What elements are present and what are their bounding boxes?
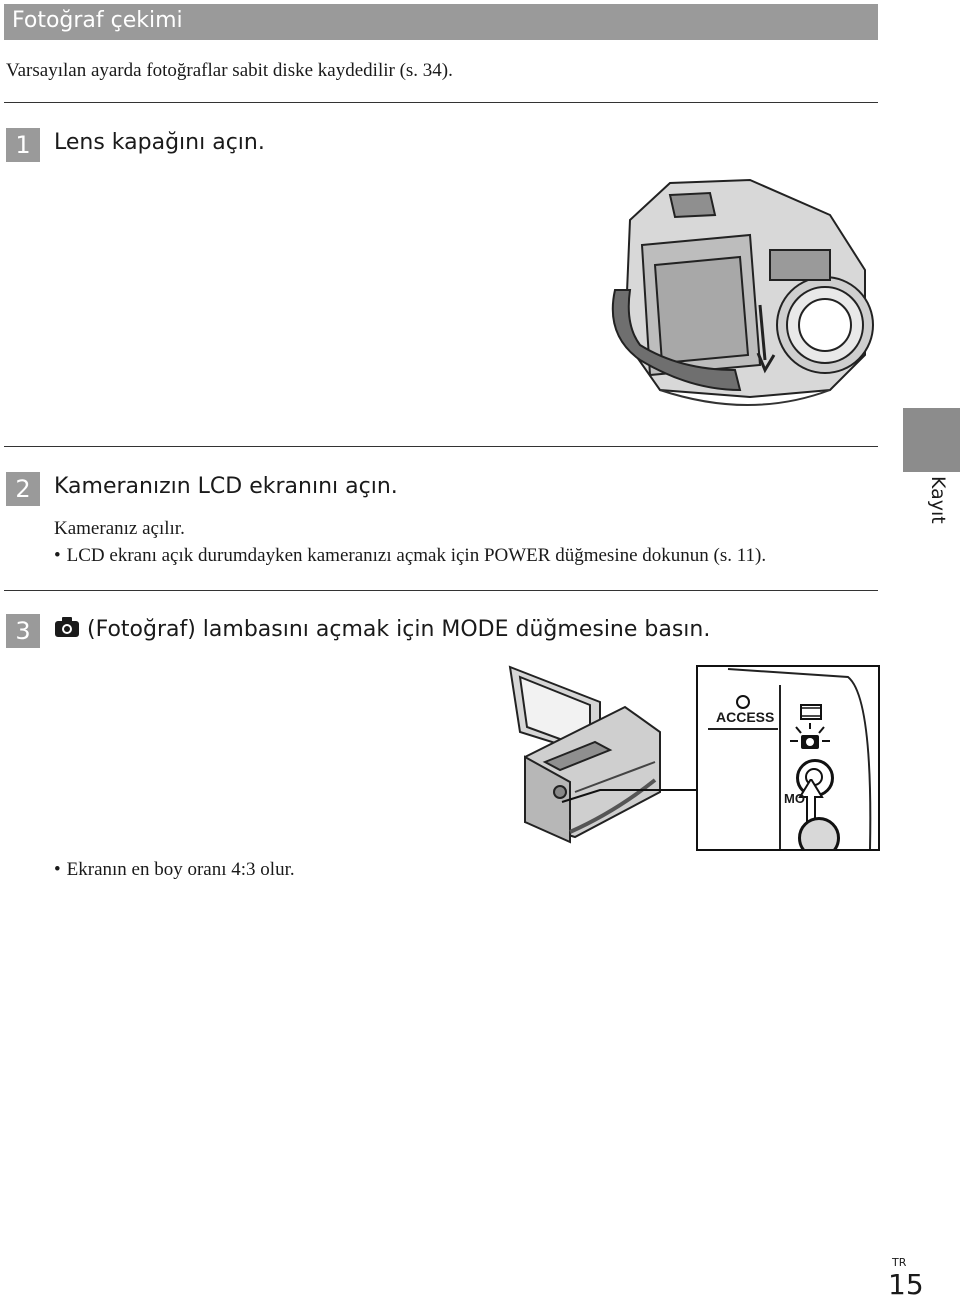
page-number: 15: [888, 1268, 924, 1301]
access-label: ACCESS: [716, 709, 775, 725]
step-3-bullet: •Ekranın en boy oranı 4:3 olur.: [54, 859, 295, 881]
intro-text: Varsayılan ayarda fotoğraflar sabit disk…: [6, 60, 453, 81]
step-3-bullet-text: Ekranın en boy oranı 4:3 olur.: [66, 859, 295, 880]
page-title: Fotoğraf çekimi: [12, 8, 183, 33]
mode-label: MO: [784, 791, 805, 806]
step-2-subtext: Kameranız açılır.: [54, 518, 185, 539]
step-3-text: (Fotoğraf) lambasını açmak için MODE düğ…: [87, 617, 711, 642]
photo-lamp-icon: [790, 723, 830, 749]
access-lamp-icon: [736, 695, 750, 709]
step-2-bullet: •LCD ekranı açık durumdayken kameranızı …: [54, 545, 766, 567]
lower-button: [798, 817, 840, 849]
step-number-3: 3: [6, 614, 40, 648]
section-tab-label: Kayıt: [927, 476, 949, 524]
divider: [4, 102, 878, 103]
step-1-text: Lens kapağını açın.: [54, 130, 265, 155]
title-bar: Fotoğraf çekimi: [4, 4, 878, 40]
camera-icon: [55, 617, 79, 637]
bullet-icon: •: [54, 859, 61, 880]
arrow-up-icon: [798, 779, 824, 839]
step-number-1: 1: [6, 128, 40, 162]
camcorder-lens-illustration: [611, 178, 874, 406]
step-2-bullet-text: LCD ekranı açık durumdayken kameranızı a…: [66, 545, 767, 566]
film-icon: [800, 704, 822, 720]
divider: [4, 590, 878, 591]
camcorder-mode-illustration: [508, 665, 661, 844]
step-number-2: 2: [6, 472, 40, 506]
section-tab-marker: [903, 408, 960, 472]
step-3-line: (Fotoğraf) lambasını açmak için MODE düğ…: [54, 616, 710, 642]
panel-body-outline: [708, 668, 872, 849]
bullet-icon: •: [54, 545, 61, 566]
callout-line: [561, 789, 698, 803]
page-language: TR: [892, 1256, 907, 1269]
step-2-text: Kameranızın LCD ekranını açın.: [54, 474, 398, 499]
divider: [4, 446, 878, 447]
control-panel-closeup: ACCESS MO: [696, 665, 880, 851]
